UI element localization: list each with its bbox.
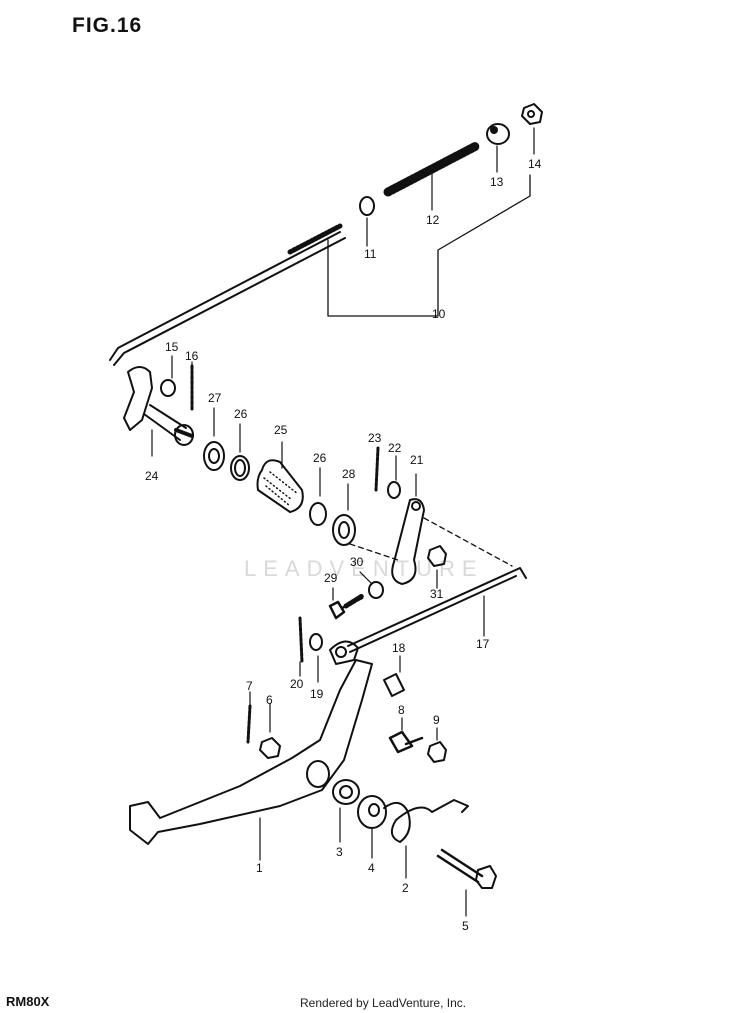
nut-31 [427,545,447,567]
bolt-8 [388,730,424,754]
brake-rod [109,231,341,361]
joint-13 [486,123,510,145]
render-credit: Rendered by LeadVenture, Inc. [300,996,467,1010]
callout-7: 7 [246,679,253,693]
boot-texture [263,471,299,507]
figure-title: FIG.16 [72,14,143,37]
callout-12: 12 [426,213,440,227]
callout-26a: 26 [234,407,248,421]
washer-27 [203,441,225,471]
callout-15: 15 [165,340,179,354]
callout-21: 21 [410,453,424,467]
callout-28: 28 [342,467,356,481]
callout-29: 29 [324,571,338,585]
nut-6 [259,737,281,759]
cam-lever-24 [123,366,153,431]
cotter-pin-20 [298,616,304,664]
leader-10 [327,174,531,317]
o-ring-26b [309,502,327,526]
model-code: RM80X [6,994,50,1009]
bushing-3 [332,779,360,805]
callout-4: 4 [368,861,375,875]
adjuster-thread [383,141,481,197]
callout-17: 17 [476,637,490,651]
callout-23: 23 [368,431,382,445]
callout-24: 24 [145,469,159,483]
callout-18: 18 [392,641,406,655]
cotter-pin-23 [374,446,380,492]
callout-16: 16 [185,349,199,363]
nut-9 [427,741,447,763]
brake-rod-17 [347,567,527,653]
boot-25 [256,459,304,513]
callout-31: 31 [430,587,444,601]
washer-4 [357,795,387,829]
return-spring-2 [383,799,469,843]
callout-22: 22 [388,441,402,455]
washer-22 [387,481,401,499]
arm-21 [391,498,425,585]
cotter-pin-7 [246,704,252,744]
callout-30: 30 [350,555,364,569]
callout-25: 25 [274,423,288,437]
callout-26b: 26 [313,451,327,465]
callout-2: 2 [402,881,409,895]
callout-5: 5 [462,919,469,933]
washer-28 [332,514,356,546]
callout-13: 13 [490,175,504,189]
callout-6: 6 [266,693,273,707]
rod-thread-top [287,223,343,255]
callout-8: 8 [398,703,405,717]
brake-pedal [129,659,373,845]
callout-20: 20 [290,677,304,691]
callout-3: 3 [336,845,343,859]
washer-11 [359,196,375,216]
callout-19: 19 [310,687,324,701]
watermark: LEADVENTURE [244,556,484,581]
washer-30 [368,581,384,599]
bolt-5 [436,848,484,884]
callout-27: 27 [208,391,222,405]
washer-15 [160,379,176,397]
callout-10: 10 [432,307,446,321]
pin-18 [383,673,405,697]
washer-19 [309,633,323,651]
o-ring-26a [230,455,250,481]
callout-9: 9 [433,713,440,727]
nut-14 [521,103,543,125]
callout-1: 1 [256,861,263,875]
callout-14: 14 [528,157,542,171]
callout-11: 11 [364,247,377,261]
